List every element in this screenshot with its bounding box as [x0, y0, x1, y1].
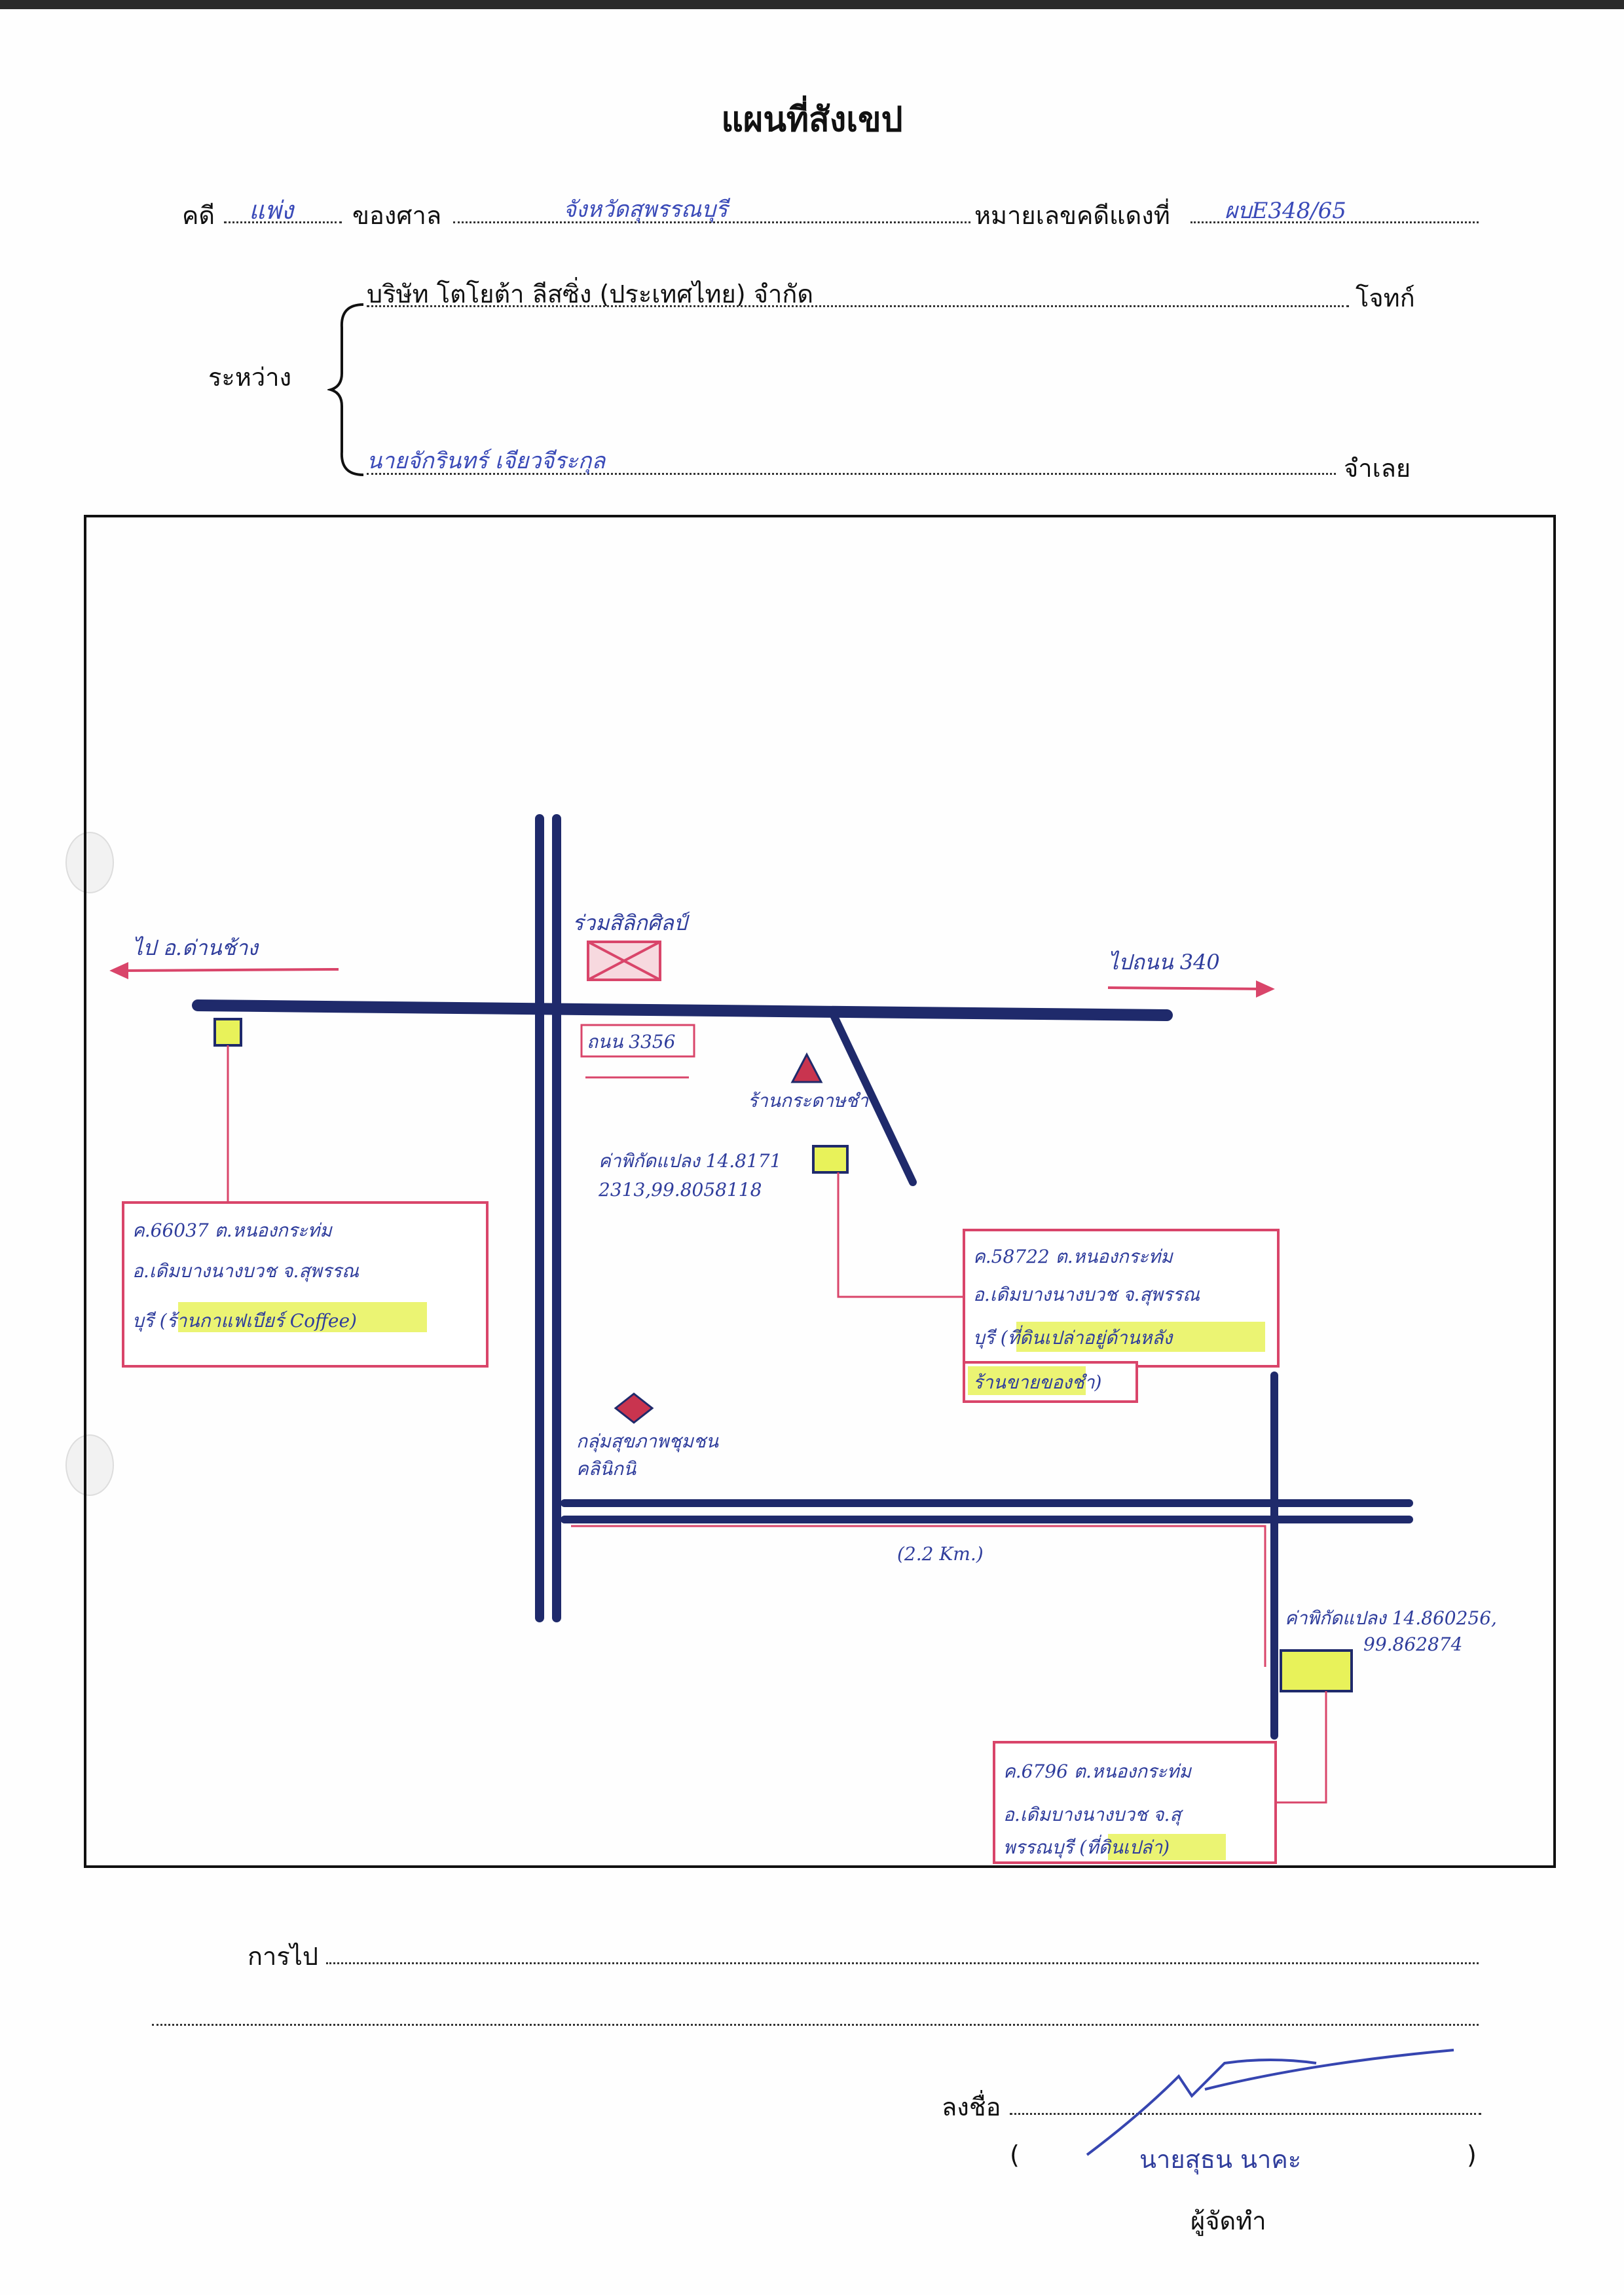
- shop-triangle-icon: [790, 1052, 823, 1083]
- plaintiff-name: บริษัท โตโยต้า ลีสซิ่ง (ประเทศไทย) จำกัด: [367, 280, 814, 308]
- clinic-label-line2: คลินิกนิ: [576, 1458, 637, 1480]
- arrow-right: [1107, 986, 1266, 990]
- court-name: จังหวัดสุพรรณบุรี: [563, 196, 728, 223]
- box-left-line1: ค.66037 ต.หนองกระท่ม: [132, 1220, 333, 1241]
- open-paren: (: [1010, 2140, 1020, 2169]
- defendant-label: จำเลย: [1344, 454, 1411, 483]
- box-left-line2: อ.เดิมบางนางบวช จ.สุพรรณ: [132, 1260, 360, 1282]
- leader-mid: [837, 1172, 964, 1298]
- road-3356: [192, 999, 1173, 1021]
- landmark-top-label: ร่วมสิลิกศิลป์: [572, 910, 690, 935]
- close-paren: ): [1467, 2140, 1477, 2169]
- case-label: คดี: [182, 201, 215, 230]
- box-mid-line1: ค.58722 ต.หนองกระท่ม: [973, 1246, 1173, 1267]
- to-left-label: ไป อ.ด่านช้าง: [132, 935, 259, 960]
- plot-marker-mid: [812, 1145, 849, 1174]
- box-mid-line4: ร้านขายของชำ): [973, 1371, 1101, 1393]
- role-label: ผู้จัดทำ: [1190, 2207, 1266, 2235]
- to-right-label: ไปถนน 340: [1108, 950, 1220, 975]
- highlight: [968, 1366, 1086, 1395]
- side-road: [829, 1010, 917, 1186]
- shop-label: ร้านกระดาษชำ: [748, 1090, 869, 1111]
- defendant-name: นายจักรินทร์ เจียวจีระกุล: [367, 448, 606, 474]
- brace-icon: [327, 303, 364, 476]
- plot-marker-bottom: [1280, 1649, 1353, 1692]
- arrow-right-head: [1256, 980, 1275, 998]
- punch-hole: [65, 832, 114, 893]
- sign-label: ลงชื่อ: [942, 2093, 1001, 2121]
- clinic-label-line1: กลุ่มสุขภาพชุมชน: [576, 1430, 719, 1453]
- road-3356-label: ถนน 3356: [587, 1031, 675, 1053]
- punch-hole: [65, 1434, 114, 1496]
- arrow-left: [119, 968, 339, 972]
- highlight: [1108, 1834, 1226, 1860]
- map-frame: ไป อ.ด่านช้าง ไปถนน 340 ร่วมสิลิกศิลป์ ถ…: [84, 515, 1556, 1868]
- sketch-map: ไป อ.ด่านช้าง ไปถนน 340 ร่วมสิลิกศิลป์ ถ…: [109, 814, 1497, 1864]
- road-label-box: [580, 1024, 695, 1058]
- red-number: ผบE348/65: [1225, 198, 1346, 224]
- road-network: [192, 814, 1413, 1740]
- arrow-left-head: [109, 961, 128, 980]
- box-mid-line2: อ.เดิมบางนางบวช จ.สุพรรณ: [973, 1284, 1200, 1306]
- box-bottom-line2: อ.เดิมบางนางบวช จ.สุ: [1003, 1804, 1183, 1826]
- plot-2-coord-line1: ค่าพิกัดแปลง 14.860256,: [1285, 1607, 1497, 1629]
- signature: [1086, 2049, 1454, 2156]
- clinic-diamond-icon: [614, 1392, 654, 1424]
- distance-label: (2.2 Km.): [897, 1543, 984, 1565]
- box-bottom-line3: พรรณบุรี (ที่ดินเปล่า): [1003, 1835, 1170, 1859]
- highlight: [1016, 1322, 1265, 1352]
- red-number-label: หมายเลขคดีแดงที่: [974, 201, 1170, 230]
- highlight: [178, 1302, 427, 1332]
- plot-2-coord-line2: 99.862874: [1363, 1633, 1462, 1655]
- between-label: ระหว่าง: [208, 363, 292, 392]
- box-mid-line3: บุรี (ที่ดินเปล่าอยู่ด้านหลัง: [973, 1325, 1174, 1349]
- box-bottom-line1: ค.6796 ต.หนองกระท่ม: [1003, 1761, 1192, 1782]
- plaintiff-label: โจทก์: [1356, 284, 1415, 312]
- directions-label: การไป: [248, 1942, 318, 1971]
- court-label: ของศาล: [352, 201, 442, 230]
- scan-edge: [0, 0, 1624, 9]
- box-left-line3: บุรี (ร้านกาแฟเบียร์ Coffee): [132, 1310, 357, 1332]
- plot-1-coord-line2: 2313,99.8058118: [598, 1179, 762, 1201]
- distance-line: [571, 1525, 1266, 1667]
- case-type: แพ่ง: [249, 196, 294, 225]
- plot-marker-left: [213, 1018, 242, 1047]
- info-box-left: [122, 1201, 489, 1368]
- signer-name: นายสุธน นาคะ: [1139, 2145, 1302, 2174]
- document-title: แผนที่สังเขป: [721, 100, 903, 140]
- plot-1-coord-line1: ค่าพิกัดแปลง 14.8171: [599, 1150, 781, 1172]
- landmark-crossed-box-icon: [587, 941, 661, 981]
- leader-bottom: [1276, 1691, 1327, 1804]
